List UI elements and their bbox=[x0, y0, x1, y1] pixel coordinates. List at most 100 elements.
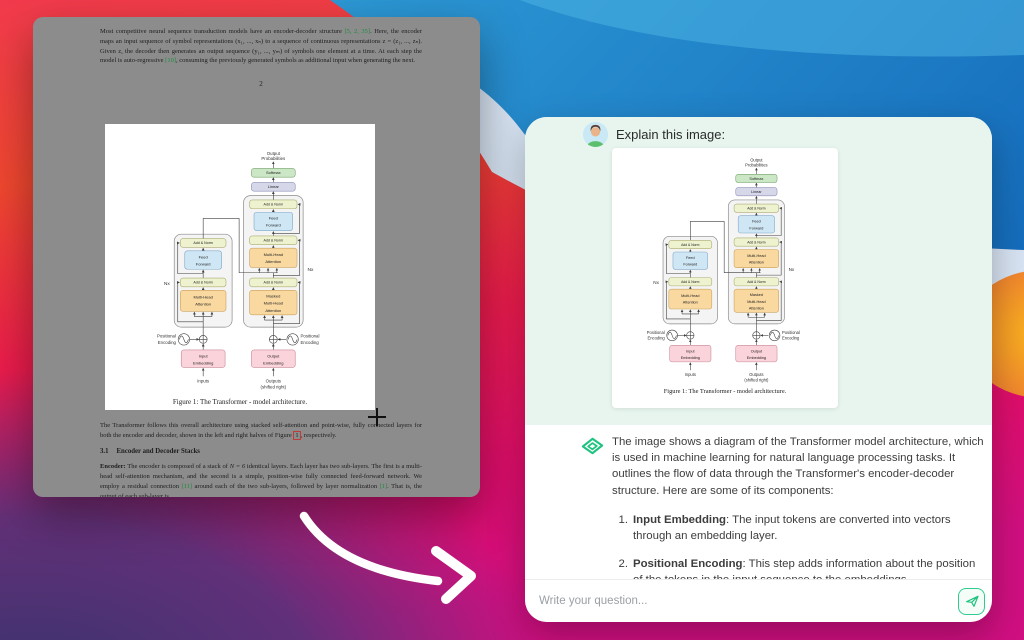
positional-encoding-label: Positional bbox=[647, 330, 665, 335]
svg-text:Forward: Forward bbox=[683, 263, 697, 267]
output-embedding-box bbox=[251, 349, 296, 368]
pdf-viewer-window: Most competitive neural sequence transdu… bbox=[33, 17, 480, 497]
encoder-addnorm-top-box bbox=[668, 240, 713, 249]
transformer-architecture-diagram: Output Probabilities Softmax Linear Add … bbox=[157, 151, 320, 390]
positional-encoding-label: Positional bbox=[301, 334, 320, 339]
svg-text:Masked: Masked bbox=[266, 294, 280, 299]
svg-text:Attention: Attention bbox=[749, 306, 764, 310]
svg-text:Softmax: Softmax bbox=[749, 177, 763, 181]
citation-link[interactable]: [11] bbox=[181, 482, 193, 490]
decoder-addnorm-bottom-box bbox=[733, 277, 779, 287]
paper-paragraph: Most competitive neural sequence transdu… bbox=[100, 28, 422, 65]
decoder-addnorm-mid-box bbox=[733, 237, 779, 247]
encoder-feed-forward-box bbox=[184, 250, 222, 270]
figure-caption: Figure 1: The Transformer - model archit… bbox=[663, 388, 787, 395]
list-item: 2. Positional Encoding: This step adds i… bbox=[618, 558, 976, 580]
figure-reference-link[interactable]: 1 bbox=[293, 430, 301, 440]
send-button[interactable] bbox=[958, 587, 985, 615]
inputs-label: Inputs bbox=[197, 378, 210, 383]
svg-text:Encoding: Encoding bbox=[301, 340, 320, 345]
svg-text:Multi-Head: Multi-Head bbox=[747, 300, 765, 304]
svg-text:Embedding: Embedding bbox=[681, 356, 700, 360]
svg-text:Add & Norm: Add & Norm bbox=[747, 280, 766, 284]
svg-text:Embedding: Embedding bbox=[263, 360, 283, 365]
citation-link[interactable]: [1] bbox=[379, 482, 388, 490]
components-list: 1. Input Embedding: The input tokens are… bbox=[612, 512, 984, 580]
svg-text:Add & Norm: Add & Norm bbox=[264, 239, 284, 243]
svg-text:Feed: Feed bbox=[752, 220, 761, 224]
chat-input-bar bbox=[525, 579, 992, 622]
paper-paragraph: The Transformer follows this overall arc… bbox=[100, 422, 422, 440]
svg-text:(shifted right): (shifted right) bbox=[744, 378, 769, 383]
softmax-box bbox=[735, 174, 778, 183]
encoder-feed-forward-box bbox=[672, 251, 708, 270]
user-message: Explain this image: bbox=[583, 122, 725, 147]
outputs-label: Outputs bbox=[749, 372, 763, 377]
svg-text:Input: Input bbox=[686, 349, 695, 353]
citation-link[interactable]: [5, 2, 35] bbox=[344, 28, 371, 35]
output-probabilities-label: Output bbox=[267, 151, 281, 156]
decoder-addnorm-top-box bbox=[733, 203, 779, 213]
svg-text:Multi-Head: Multi-Head bbox=[264, 252, 283, 257]
linear-box bbox=[251, 182, 296, 192]
svg-text:Probabilities: Probabilities bbox=[745, 163, 767, 168]
user-prompt-text: Explain this image: bbox=[616, 127, 726, 142]
decoder-feed-forward-box bbox=[253, 211, 293, 231]
svg-text:Add & Norm: Add & Norm bbox=[747, 206, 766, 210]
paper-body-text: The Transformer follows this overall arc… bbox=[100, 421, 422, 497]
decoder-feed-forward-box bbox=[737, 215, 775, 234]
citation-link[interactable]: [10] bbox=[165, 57, 177, 65]
svg-text:Forward: Forward bbox=[749, 226, 763, 230]
svg-text:Attention: Attention bbox=[195, 302, 211, 307]
svg-text:Output: Output bbox=[267, 353, 280, 358]
masked-multi-head-attention-box bbox=[733, 288, 779, 313]
positional-encoding-label: Positional bbox=[782, 330, 800, 335]
svg-text:Feed: Feed bbox=[199, 254, 208, 259]
list-item: 1. Input Embedding: The input tokens are… bbox=[618, 513, 951, 543]
input-embedding-box bbox=[180, 349, 226, 368]
svg-text:Attention: Attention bbox=[265, 259, 281, 264]
attached-image-card[interactable]: Output Probabilities Softmax Linear Add … bbox=[612, 148, 838, 408]
send-icon bbox=[965, 595, 979, 607]
softmax-box bbox=[251, 168, 296, 178]
paper-paragraph: Encoder: The encoder is composed of a st… bbox=[100, 463, 422, 497]
ai-chat-panel: Explain this image: bbox=[525, 117, 992, 622]
svg-text:Multi-Head: Multi-Head bbox=[264, 301, 283, 306]
encoder-multi-head-attention-box bbox=[668, 288, 713, 310]
svg-text:Forward: Forward bbox=[196, 261, 211, 266]
svg-text:Multi-Head: Multi-Head bbox=[747, 254, 765, 258]
output-probabilities-label: Output bbox=[750, 158, 763, 163]
svg-text:Embedding: Embedding bbox=[193, 360, 213, 365]
svg-text:Attention: Attention bbox=[749, 261, 764, 265]
encoder-addnorm-bottom-box bbox=[668, 277, 713, 287]
svg-text:Attention: Attention bbox=[683, 301, 698, 305]
svg-text:Probabilities: Probabilities bbox=[261, 156, 286, 161]
svg-text:Input: Input bbox=[199, 353, 209, 358]
svg-text:Add & Norm: Add & Norm bbox=[681, 280, 700, 284]
assistant-message: The image shows a diagram of the Transfo… bbox=[525, 425, 992, 580]
svg-text:Forward: Forward bbox=[266, 223, 281, 228]
question-input[interactable] bbox=[539, 595, 958, 607]
screenshot-selection-region[interactable]: Output Probabilities Softmax Linear Add … bbox=[105, 124, 375, 410]
encoder-addnorm-bottom-box bbox=[180, 277, 227, 288]
svg-text:Output: Output bbox=[751, 349, 763, 353]
svg-text:Feed: Feed bbox=[269, 216, 278, 221]
outputs-label: Outputs bbox=[266, 378, 282, 383]
svg-text:Feed: Feed bbox=[686, 256, 695, 260]
decoder-addnorm-mid-box bbox=[249, 235, 298, 246]
svg-text:Add & Norm: Add & Norm bbox=[264, 281, 284, 285]
input-embedding-box bbox=[669, 345, 712, 363]
svg-text:Linear: Linear bbox=[751, 190, 762, 194]
decoder-addnorm-bottom-box bbox=[249, 277, 298, 288]
wallpaper-cyan-wave bbox=[520, 0, 1024, 57]
inputs-label: Inputs bbox=[685, 372, 696, 377]
svg-text:Add & Norm: Add & Norm bbox=[193, 241, 213, 245]
decoder-multi-head-attention-box bbox=[733, 249, 779, 268]
figure-caption: Figure 1: The Transformer - model archit… bbox=[172, 398, 308, 406]
svg-text:Add & Norm: Add & Norm bbox=[264, 203, 284, 207]
svg-text:Encoding: Encoding bbox=[782, 336, 800, 341]
positional-encoding-label: Positional bbox=[157, 334, 176, 339]
svg-text:Add & Norm: Add & Norm bbox=[193, 281, 213, 285]
